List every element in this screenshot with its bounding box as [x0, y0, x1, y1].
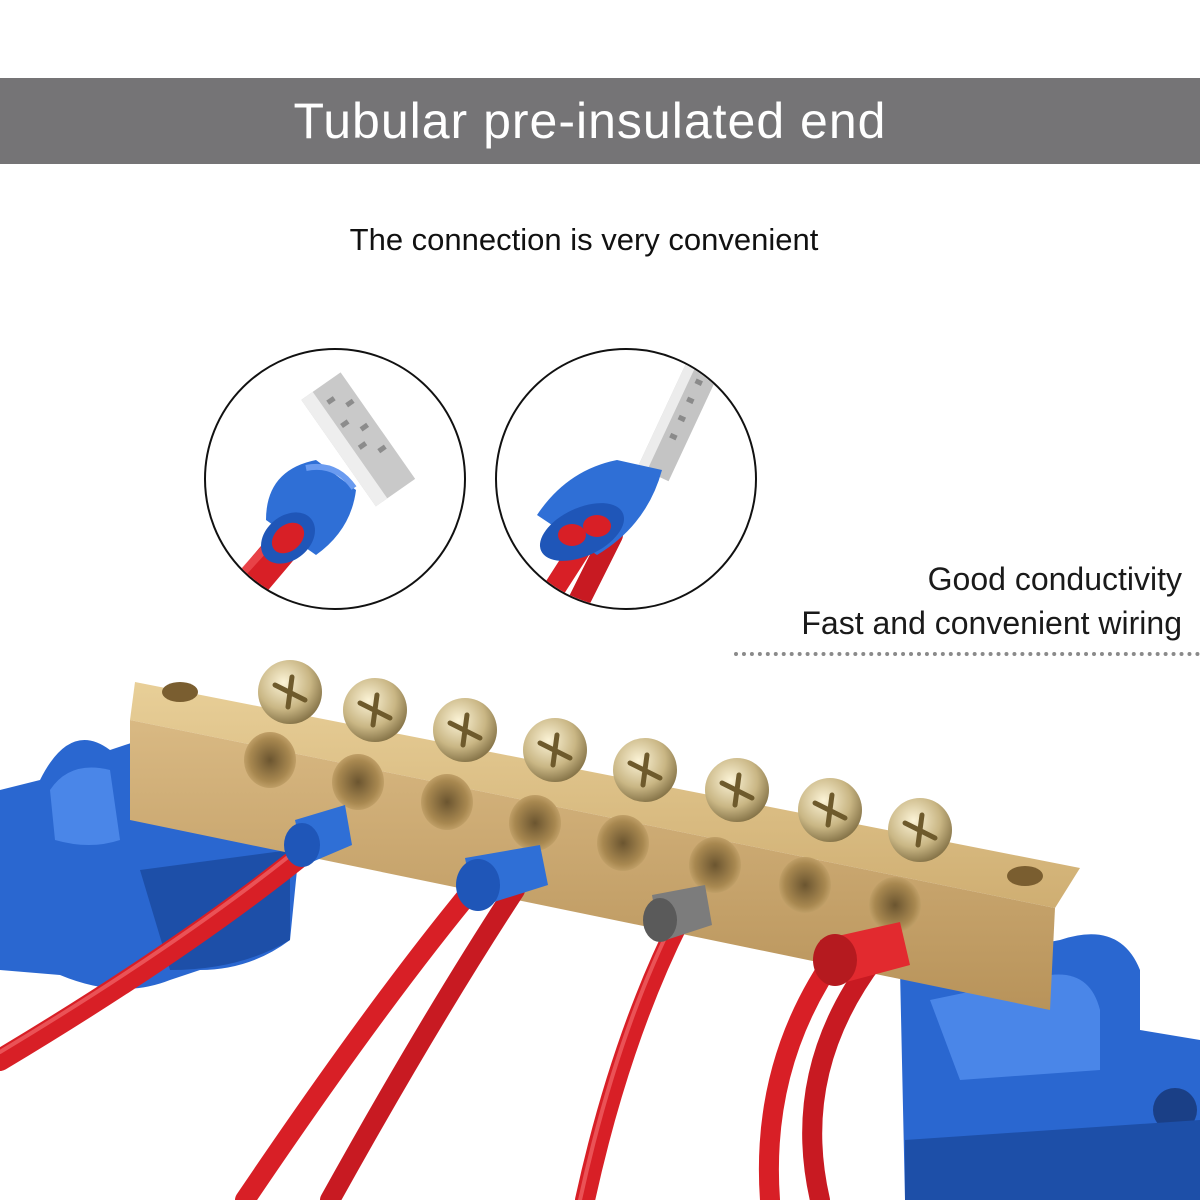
terminal-bar-photo	[0, 640, 1200, 1200]
twin-ferrule-closeup	[495, 348, 757, 610]
dotted-divider	[734, 652, 1200, 656]
brass-terminal-bar-icon	[0, 660, 1200, 1200]
feature-wiring: Fast and convenient wiring	[801, 605, 1182, 641]
feature-conductivity: Good conductivity	[927, 561, 1182, 597]
twin-wire-ferrule-icon	[536, 358, 720, 608]
single-wire-ferrule-icon	[229, 372, 416, 607]
title-banner: Tubular pre-insulated end	[0, 78, 1200, 164]
banner-title: Tubular pre-insulated end	[293, 93, 887, 149]
feature-list: Good conductivity Fast and convenient wi…	[801, 557, 1182, 645]
single-ferrule-closeup	[204, 348, 466, 610]
subtitle: The connection is very convenient	[349, 222, 819, 257]
